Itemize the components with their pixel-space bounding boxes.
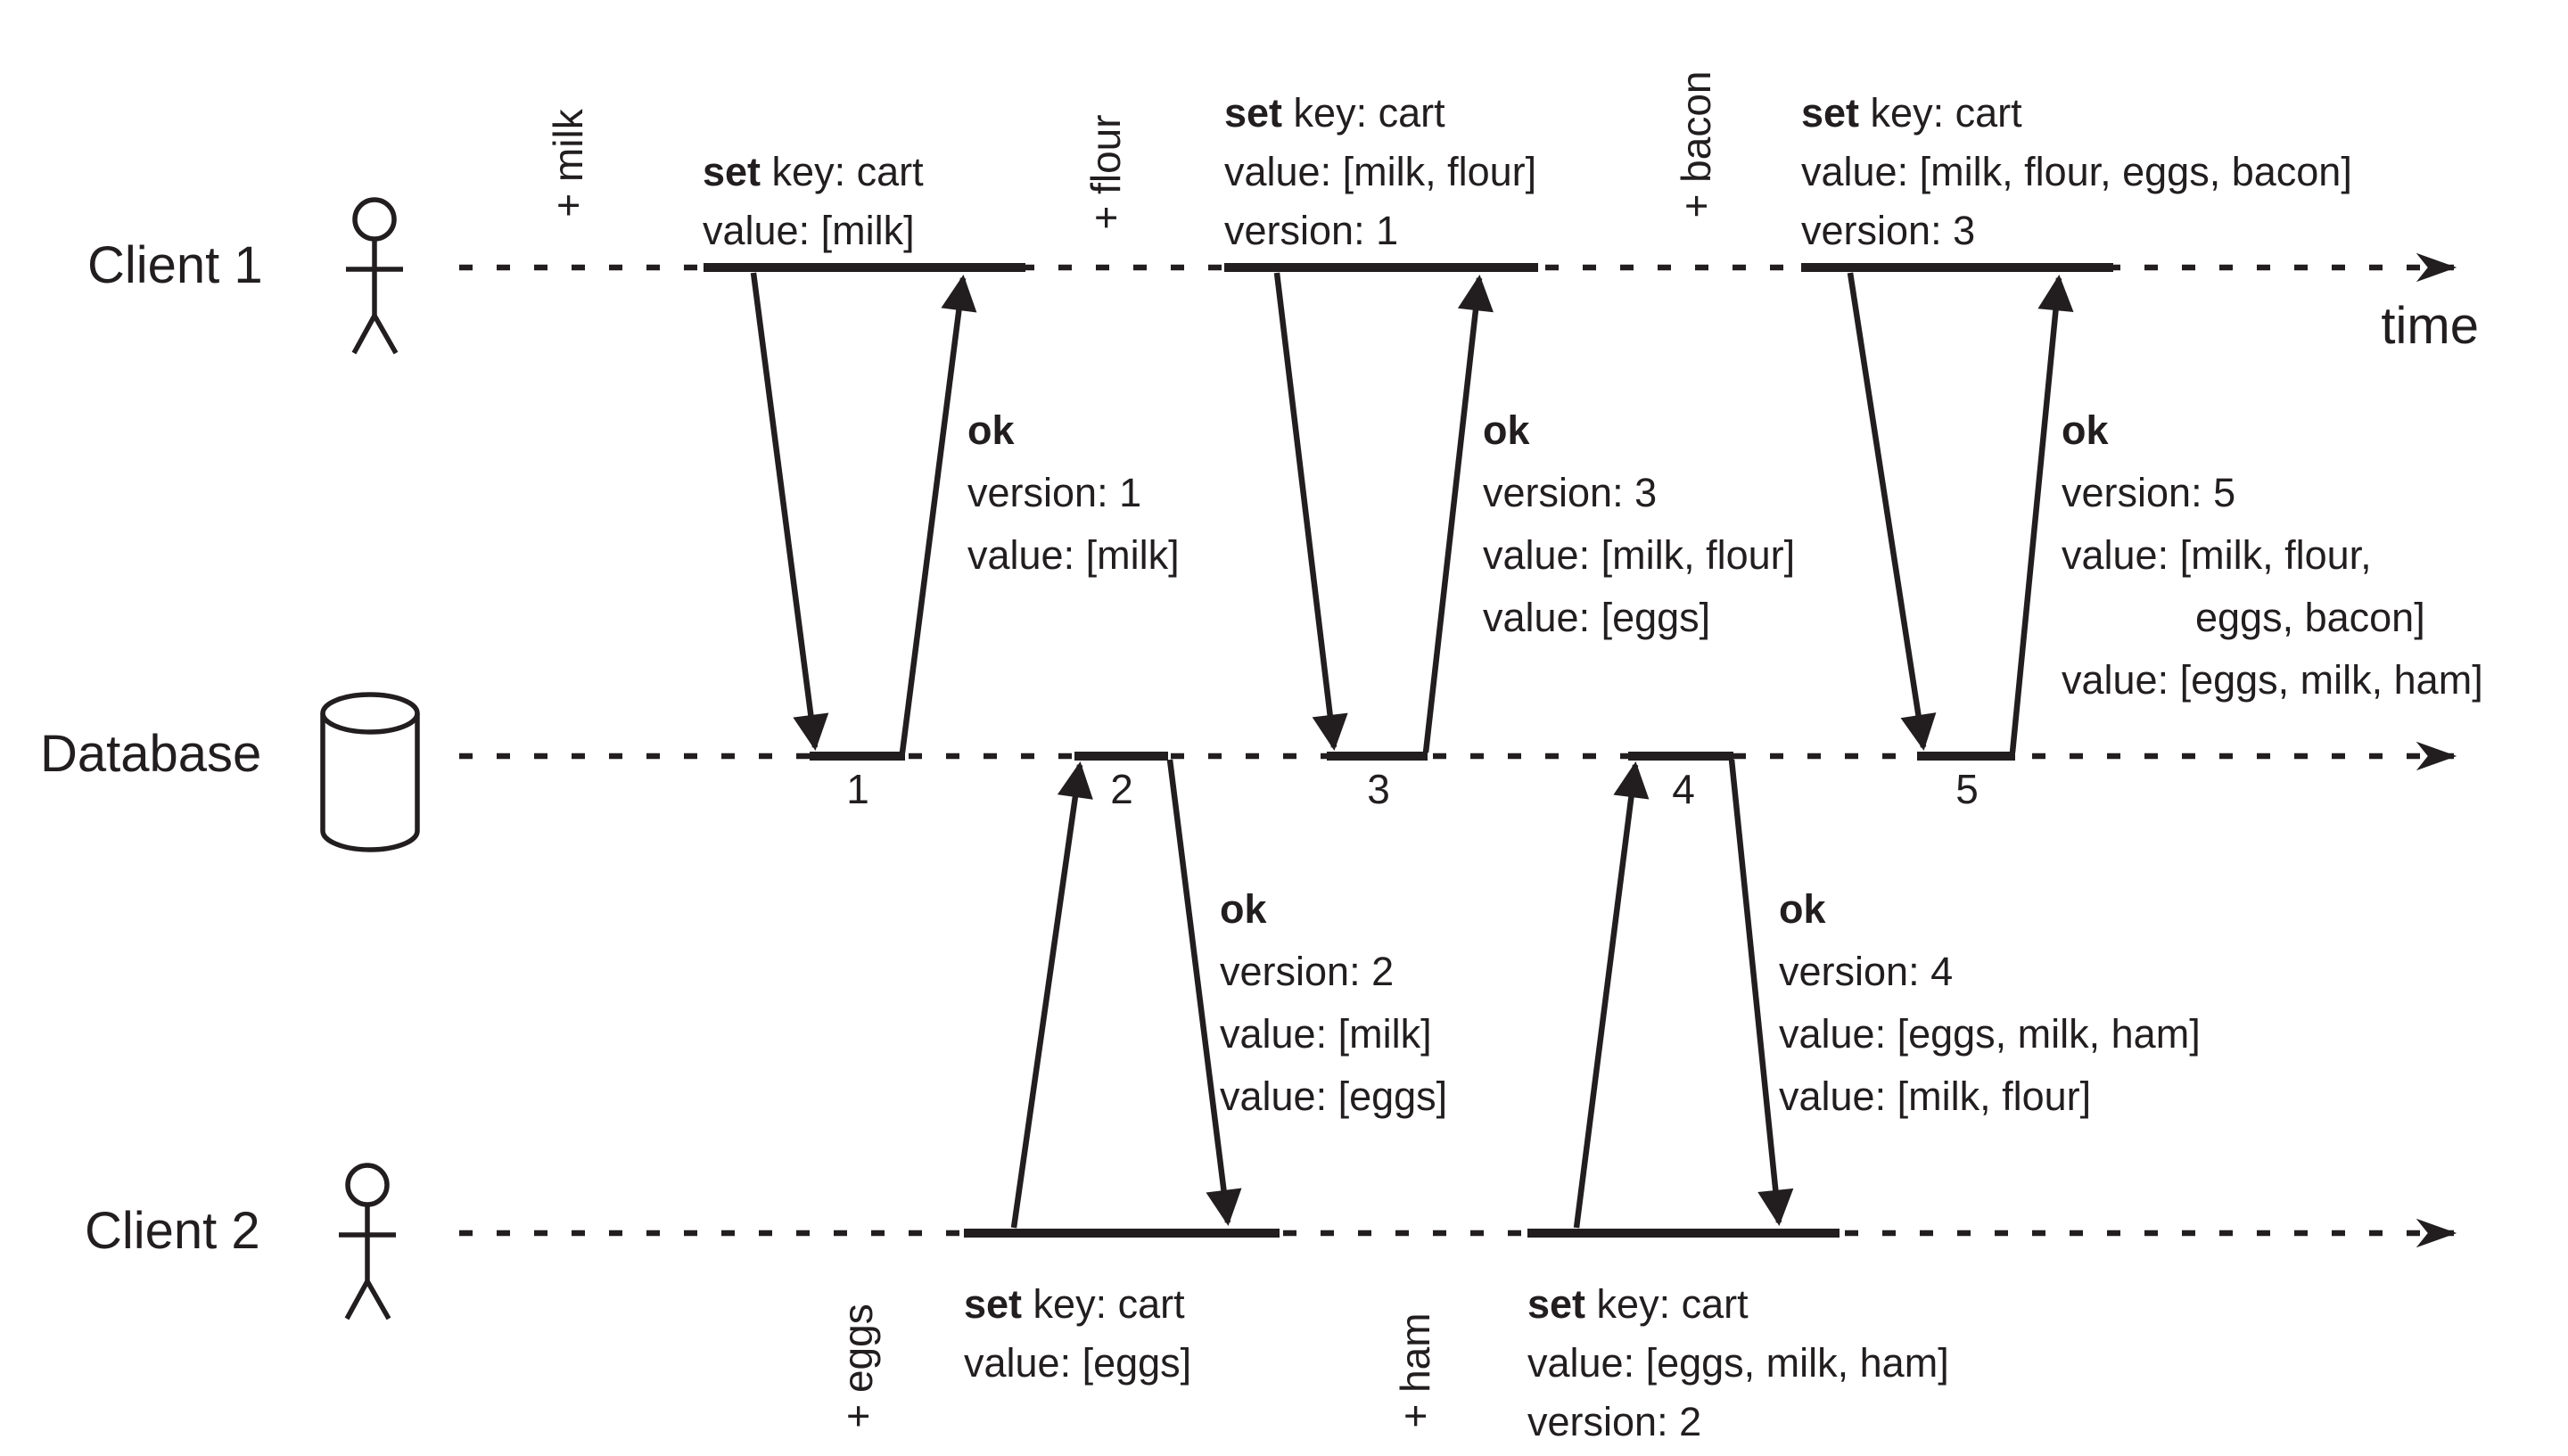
lane-label-database: Database: [40, 725, 262, 783]
response-arrow-ok-v4: [1728, 759, 1794, 1227]
request-arrow-set-eggs: [1010, 761, 1093, 1229]
request-arrow-set-bacon: [1847, 272, 1937, 751]
message-ok-v2: ok version: 2 value: [milk] value: [eggs…: [1220, 886, 1448, 1119]
db-version-marker-2: 2: [1110, 766, 1133, 812]
request-arrow-set-ham: [1573, 761, 1650, 1229]
message-set-eggs: set key: cart value: [eggs]: [964, 1281, 1192, 1386]
message-set-flour: set key: cart value: [milk, flour] versi…: [1224, 90, 1537, 253]
message-ok-v1: ok version: 1 value: [milk]: [967, 407, 1180, 578]
set-keyword: set: [1224, 90, 1283, 136]
response-arrow-ok-v3: [1422, 274, 1494, 753]
message-ok-v3: ok version: 3 value: [milk, flour] value…: [1483, 407, 1796, 640]
db-version-marker-4: 4: [1672, 766, 1695, 812]
set-keyword: set: [703, 149, 761, 194]
lane-label-client1: Client 1: [87, 236, 263, 294]
ok-keyword: ok: [2062, 407, 2109, 453]
db-version-marker-3: 3: [1367, 766, 1390, 812]
time-axis-label: time: [2381, 297, 2479, 355]
set-keyword: set: [1527, 1281, 1586, 1327]
set-keyword: set: [1801, 90, 1860, 136]
response-arrow-ok-v1: [899, 275, 977, 753]
db-version-marker-5: 5: [1955, 766, 1979, 812]
annotation-add-eggs: + eggs: [835, 1304, 881, 1428]
person-icon-client1: [346, 197, 403, 355]
message-set-bacon: set key: cart value: [milk, flour, eggs,…: [1801, 90, 2352, 253]
message-ok-v4: ok version: 4 value: [eggs, milk, ham] v…: [1779, 886, 2201, 1119]
set-keyword: set: [964, 1281, 1023, 1327]
annotation-add-milk: + milk: [545, 109, 591, 218]
db-version-marker-1: 1: [846, 766, 869, 812]
message-set-milk: set key: cart value: [milk]: [703, 149, 924, 253]
annotation-add-bacon: + bacon: [1673, 70, 1719, 218]
request-arrow-set-flour: [1273, 272, 1348, 752]
annotation-add-ham: + ham: [1392, 1312, 1438, 1428]
person-icon-client2: [339, 1163, 396, 1320]
message-ok-v5: ok version: 5 value: [milk, flour, eggs,…: [2062, 407, 2483, 703]
ok-keyword: ok: [1779, 886, 1826, 932]
ok-keyword: ok: [1483, 407, 1530, 453]
lane-label-client2: Client 2: [85, 1202, 260, 1260]
response-arrow-ok-v5: [2009, 274, 2074, 753]
ok-keyword: ok: [967, 407, 1015, 453]
database-icon: [320, 692, 420, 852]
annotation-add-flour: + flour: [1082, 114, 1129, 230]
request-arrow-set-milk: [750, 272, 829, 751]
ok-keyword: ok: [1220, 886, 1267, 932]
response-arrow-ok-v2: [1166, 759, 1242, 1226]
message-set-ham: set key: cart value: [eggs, milk, ham] v…: [1527, 1281, 1949, 1444]
